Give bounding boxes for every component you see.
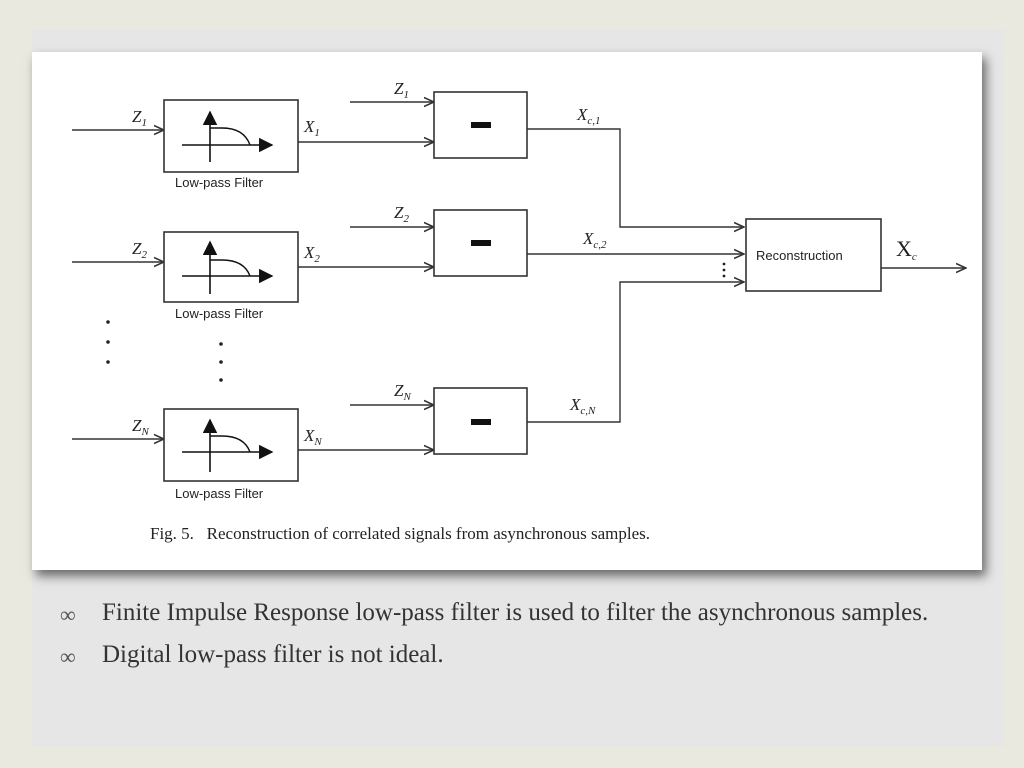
figure-panel: Z1 Low-pass Filter X1 Z2 Low-pass Filter… <box>32 52 982 570</box>
filter-n-input-label: ZN <box>132 416 149 438</box>
subtractor-1-output-label: Xc,1 <box>576 105 601 127</box>
subtractor-1-input-label: Z1 <box>394 79 409 101</box>
bullet-item: ∞ Digital low-pass filter is not ideal. <box>60 638 960 672</box>
filter-n-label: Low-pass Filter <box>175 486 264 501</box>
block-diagram: Z1 Low-pass Filter X1 Z2 Low-pass Filter… <box>72 79 982 543</box>
filter-1-output-label: X1 <box>303 117 320 139</box>
lowpass-filter-n: ZN Low-pass Filter XN <box>72 408 434 501</box>
reconstruction-label: Reconstruction <box>756 248 843 263</box>
filter-1-label: Low-pass Filter <box>175 175 264 190</box>
bullet-list: ∞ Finite Impulse Response low-pass filte… <box>60 596 960 680</box>
subtractor-2: Z2 Xc,2 <box>350 203 744 277</box>
filter-n-response-curve <box>210 435 251 453</box>
chain-link-icon: ∞ <box>60 644 76 669</box>
subtractor-2-input-label: Z2 <box>394 203 409 225</box>
subtractor-2-output-label: Xc,2 <box>582 229 607 251</box>
bullet-text: Finite Impulse Response low-pass filter … <box>102 599 929 626</box>
filter-1-response-curve <box>210 127 251 146</box>
output-label: Xc <box>896 236 917 263</box>
minus-icon <box>471 419 491 425</box>
ellipsis-dots-left <box>106 320 223 382</box>
bullet-text: Digital low-pass filter is not ideal. <box>102 641 444 668</box>
filter-n-output-label: XN <box>303 426 322 448</box>
bullet-item: ∞ Finite Impulse Response low-pass filte… <box>60 596 960 630</box>
filter-2-box <box>163 231 299 303</box>
minus-icon <box>471 122 491 128</box>
filter-1-box <box>163 99 299 173</box>
figure-caption: Fig. 5. Reconstruction of correlated sig… <box>150 524 650 543</box>
subtractor-n-output-label: Xc,N <box>569 395 596 417</box>
filter-n-box <box>163 408 299 482</box>
reconstruction-box <box>745 218 882 292</box>
ellipsis-dots-right <box>722 262 726 278</box>
filter-2-label: Low-pass Filter <box>175 306 264 321</box>
subtractor-n-input-label: ZN <box>394 381 411 403</box>
chain-link-icon: ∞ <box>60 602 76 627</box>
lowpass-filter-2: Z2 Low-pass Filter X2 <box>72 231 434 321</box>
filter-2-output-label: X2 <box>303 243 320 265</box>
reconstruction-block: Reconstruction Xc <box>745 218 966 292</box>
filter-1-input-label: Z1 <box>132 107 147 129</box>
filter-2-response-curve <box>210 259 251 277</box>
filter-2-input-label: Z2 <box>132 239 147 261</box>
minus-icon <box>471 240 491 246</box>
subtractor-n: ZN Xc,N <box>350 282 744 455</box>
subtractor-1: Z1 Xc,1 <box>350 79 744 227</box>
lowpass-filter-1: Z1 Low-pass Filter X1 <box>72 99 434 190</box>
